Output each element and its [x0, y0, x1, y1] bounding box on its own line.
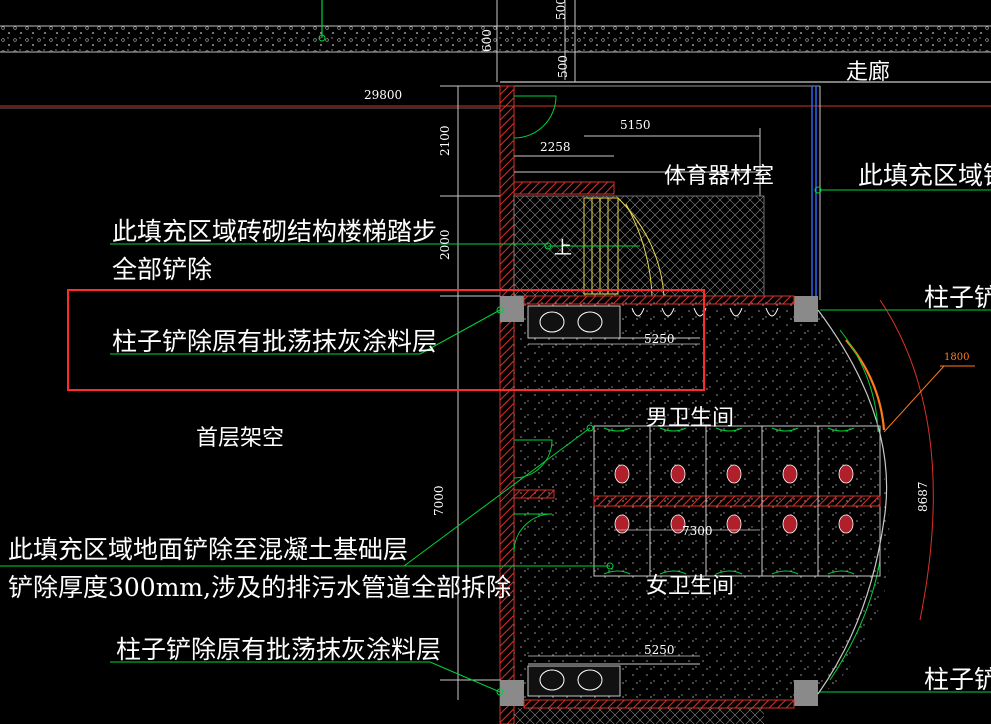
- bottom-stair-hint: [514, 708, 764, 724]
- right-window-wall: [811, 86, 821, 300]
- arc-1800-leader: [883, 365, 945, 433]
- dim-vert-2000: 2000: [438, 229, 452, 260]
- toilet-stall-block: [593, 425, 881, 577]
- dim-2258: 2258: [540, 140, 571, 154]
- note-stair-fill-1: 此填充区域砖砌结构楼梯踏步: [112, 217, 438, 246]
- room-womens-toilet: 女卫生间: [646, 574, 735, 599]
- toilet-fixtures: [614, 464, 854, 534]
- dim-vert-2100: 2100: [438, 125, 452, 156]
- note-right-fill: 此填充区域铲: [858, 161, 991, 190]
- top-gravel-band: [0, 25, 991, 53]
- highlight-box: [67, 289, 705, 391]
- left-door-swing-1: [513, 439, 553, 479]
- note-floor-fill-1: 此填充区域地面铲除至混凝土基础层: [8, 535, 409, 564]
- dim-7300: 7300: [682, 524, 713, 538]
- dim-top-500-b: 500: [556, 55, 570, 78]
- stair-up-label: 上: [554, 238, 572, 259]
- dim-top-600: 600: [480, 29, 494, 52]
- room-mens-toilet: 男卫生间: [646, 406, 735, 431]
- note-column-plaster-top: 柱子铲除原有批荡抹灰涂料层: [112, 327, 438, 356]
- dim-1800: 1800: [944, 352, 970, 363]
- room-corridor: 走廊: [846, 60, 891, 85]
- dim-overall-29800: 29800: [364, 88, 403, 102]
- column-bottom-left: [500, 680, 524, 706]
- note-column-plaster-bottom: 柱子铲除原有批荡抹灰涂料层: [116, 635, 442, 664]
- note-right-column-bottom: 柱子铲: [924, 665, 991, 694]
- washbasin-counter-top: [527, 305, 700, 339]
- equipment-room-walls: [513, 128, 761, 196]
- stall-doors: [603, 427, 855, 575]
- room-ground-floor-open: 首层架空: [196, 426, 285, 451]
- dim-8687: 8687: [916, 481, 930, 512]
- dim-5250-top: 5250: [644, 332, 675, 346]
- room-sports-equipment: 体育器材室: [664, 164, 775, 189]
- note-floor-fill-2: 铲除厚度300mm,涉及的排污水管道全部拆除: [8, 573, 512, 602]
- curved-glass-wall: [817, 299, 934, 695]
- note-right-column-top: 柱子铲: [924, 283, 991, 312]
- dim-5250-bottom: 5250: [644, 643, 675, 657]
- column-bottom-right: [794, 680, 818, 706]
- column-top-right: [794, 296, 818, 322]
- upper-door-swing: [513, 95, 557, 139]
- left-door-swing-2: [513, 513, 553, 553]
- dim-vert-7000: 7000: [432, 485, 446, 516]
- left-vertical-dimensions: [440, 85, 500, 700]
- left-wall-hatch: [499, 85, 515, 724]
- stair-up-arrow: [544, 242, 640, 250]
- toilet-top-wall: [523, 295, 795, 305]
- column-top-left: [500, 296, 524, 322]
- room-dimension-lines: [528, 343, 760, 657]
- overall-dimension-line: [0, 105, 991, 109]
- note-stair-fill-2: 全部铲除: [112, 255, 213, 284]
- annotation-leaders: [0, 186, 991, 696]
- dim-5150: 5150: [620, 118, 651, 132]
- dim-top-500-a: 500: [554, 0, 568, 20]
- top-dimension-chain: [496, 0, 576, 82]
